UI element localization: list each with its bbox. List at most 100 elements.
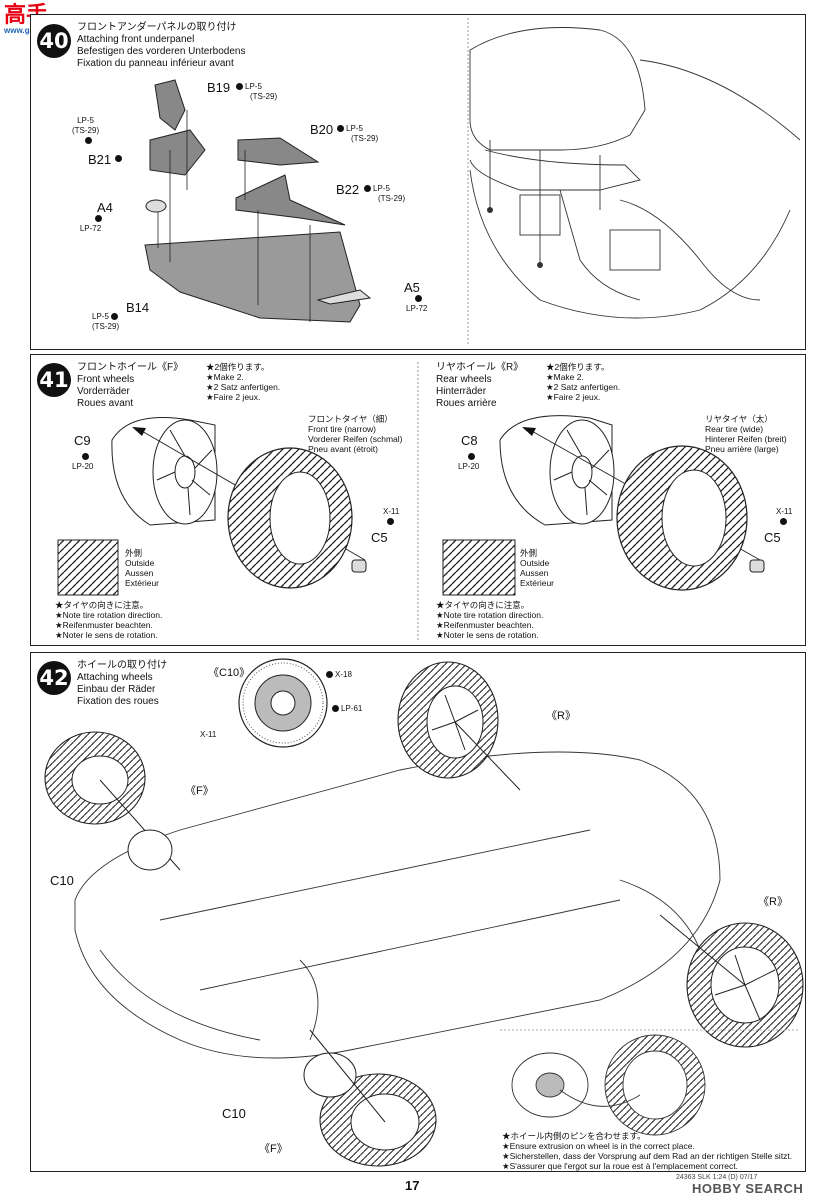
paint-b14: LP-5 (TS-29) (92, 312, 120, 332)
step-42-title-fr: Fixation des roues (77, 696, 159, 707)
paint-b22-ts: (TS-29) (378, 194, 406, 203)
step-40-number: 40 (37, 24, 71, 58)
step-40-title-jp: フロントアンダーパネルの取り付け (77, 22, 237, 33)
step-41-title: フロントホイール《F》 Front wheels Vorderräder Rou… (77, 362, 183, 410)
paint-c9-lp: LP-20 (72, 462, 94, 471)
rear-outside-en: Outside (520, 558, 550, 568)
step-40-title-de: Befestigen des vorderen Unterbodens (77, 46, 246, 57)
rotation-fr: ★Noter le sens de rotation. (55, 630, 158, 640)
rear-outside-de: Aussen (520, 568, 549, 578)
pin-note-en: ★Ensure extrusion on wheel is in the cor… (502, 1141, 695, 1151)
label-b22: B22 (336, 182, 360, 197)
paint-b19-ts: (TS-29) (250, 92, 278, 101)
paint-a4-lp: LP-72 (79, 224, 102, 233)
outside-en: Outside (125, 558, 155, 568)
rear-title-en: Rear wheels (436, 374, 492, 385)
paint-b21-ts: (TS-29) (72, 126, 100, 135)
rear-tire-en: Rear tire (wide) (705, 424, 764, 434)
step-41-title-jp: フロントホイール《F》 (77, 362, 184, 373)
step-40-title: フロントアンダーパネルの取り付け Attaching front underpa… (77, 22, 245, 70)
page-number: 17 (405, 1178, 420, 1193)
paint-b20: LP-5(TS-29) (337, 124, 378, 144)
step-40-title-fr: Fixation du panneau inférieur avant (77, 58, 234, 69)
label-b14: B14 (126, 300, 150, 315)
step-41-title-de: Vorderräder (77, 386, 130, 397)
front-tire-caption: フロントタイヤ（細） Front tire (narrow) Vorderer … (308, 414, 402, 454)
make-en: ★Make 2. (206, 372, 244, 382)
label-b21: B21 (88, 152, 112, 167)
label-f-lower: 《F》 (259, 1143, 288, 1155)
front-tire-de: Vorderer Reifen (schmal) (308, 434, 403, 444)
outside-de: Aussen (125, 568, 154, 578)
paint-b22-lp: LP-5 (373, 184, 390, 193)
rear-title-de: Hinterräder (436, 386, 487, 397)
rear-rotation-de: ★Reifenmuster beachten. (436, 620, 534, 630)
rear-rotation-note: ★タイヤの向きに注意。 ★Note tire rotation directio… (436, 600, 543, 640)
label-c8: C8 (461, 433, 478, 448)
step-40-title-en: Attaching front underpanel (77, 34, 195, 45)
rear-make-de: ★2 Satz anfertigen. (546, 382, 621, 392)
rotation-jp: ★タイヤの向きに注意。 (55, 600, 149, 610)
make-de: ★2 Satz anfertigen. (206, 382, 281, 392)
rear-tire-jp: リヤタイヤ（太） (705, 414, 773, 424)
paint-b19: LP-5(TS-29) (236, 82, 277, 102)
step-42-title-de: Einbau der Räder (77, 684, 156, 695)
paint-c5-front-x: X-11 (383, 507, 400, 516)
paint-b21-lp: LP-5 (77, 116, 95, 125)
step-42-panel (30, 652, 806, 1172)
label-r-right: 《R》 (758, 896, 788, 908)
label-c10-left: C10 (50, 873, 74, 888)
rear-rotation-jp: ★タイヤの向きに注意。 (436, 600, 530, 610)
hobby-search-logo: HOBBY SEARCH (692, 1181, 803, 1196)
step-42-title-jp: ホイールの取り付け (77, 660, 167, 671)
make-fr: ★Faire 2 jeux. (206, 392, 261, 402)
paint-x11: X-11 (200, 730, 217, 739)
paint-b14-ts: (TS-29) (92, 322, 120, 331)
footer-code: 24363 SLK 1:24 (D) 07/17 (676, 1174, 758, 1181)
paint-disc-x11: X-11 (200, 730, 216, 740)
rear-make-jp: ★2個作ります。 (546, 362, 610, 372)
rear-rotation-fr: ★Noter le sens de rotation. (436, 630, 539, 640)
rear-make-fr: ★Faire 2 jeux. (546, 392, 601, 402)
paint-a4: LP-72 (77, 214, 104, 234)
paint-c9: LP-20 (72, 452, 93, 472)
step-41-make: ★2個作ります。 ★Make 2. ★2 Satz anfertigen. ★F… (206, 362, 280, 402)
pin-note-fr: ★S'assurer que l'ergot sur la roue est à… (502, 1161, 738, 1171)
paint-b21: LP-5(TS-29) (72, 116, 99, 146)
step-42-number: 42 (37, 661, 71, 695)
step-41-title-fr: Roues avant (77, 398, 134, 409)
rear-make: ★2個作ります。 ★Make 2. ★2 Satz anfertigen. ★F… (546, 362, 620, 402)
front-rotation-note: ★タイヤの向きに注意。 ★Note tire rotation directio… (55, 600, 162, 640)
rear-title-fr: Roues arrière (436, 398, 497, 409)
rear-outside: 外側 Outside Aussen Extérieur (520, 548, 554, 588)
paint-disc-x18: X-18 (326, 670, 352, 680)
rear-tire-fr: Pneu arrière (large) (705, 444, 779, 454)
make-jp: ★2個作ります。 (206, 362, 270, 372)
paint-b20-lp: LP-5 (346, 124, 363, 133)
rear-title-jp: リヤホイール《R》 (436, 362, 524, 373)
label-c5-front: C5 (371, 530, 388, 545)
paint-b20-ts: (TS-29) (351, 134, 379, 143)
front-outside: 外側 Outside Aussen Extérieur (125, 548, 159, 588)
label-a4: A4 (97, 200, 113, 215)
dot-b21 (115, 152, 124, 164)
paint-b22: LP-5(TS-29) (364, 184, 405, 204)
step-42-title-en: Attaching wheels (77, 672, 153, 683)
paint-c5-rear: X-11 (776, 507, 792, 527)
rotation-de: ★Reifenmuster beachten. (55, 620, 153, 630)
rear-tire-de: Hinterer Reifen (breit) (705, 434, 787, 444)
paint-c5-front: X-11 (383, 507, 399, 527)
outside-jp: 外側 (125, 548, 143, 558)
paint-c8: LP-20 (458, 452, 479, 472)
paint-c5-rear-x: X-11 (776, 507, 793, 516)
label-c9: C9 (74, 433, 91, 448)
paint-x18: X-18 (335, 670, 352, 679)
label-c5-rear: C5 (764, 530, 781, 545)
label-b19: B19 (207, 80, 231, 95)
pin-note-de: ★Sicherstellen, dass der Vorsprung auf d… (502, 1151, 793, 1161)
rear-wheels-title: リヤホイール《R》 Rear wheels Hinterräder Roues … (436, 362, 523, 410)
paint-lp61: LP-61 (341, 704, 363, 713)
paint-c8-lp: LP-20 (458, 462, 480, 471)
pin-note-jp: ★ホイール内側のピンを合わせます。 (502, 1131, 646, 1141)
front-tire-en: Front tire (narrow) (308, 424, 377, 434)
